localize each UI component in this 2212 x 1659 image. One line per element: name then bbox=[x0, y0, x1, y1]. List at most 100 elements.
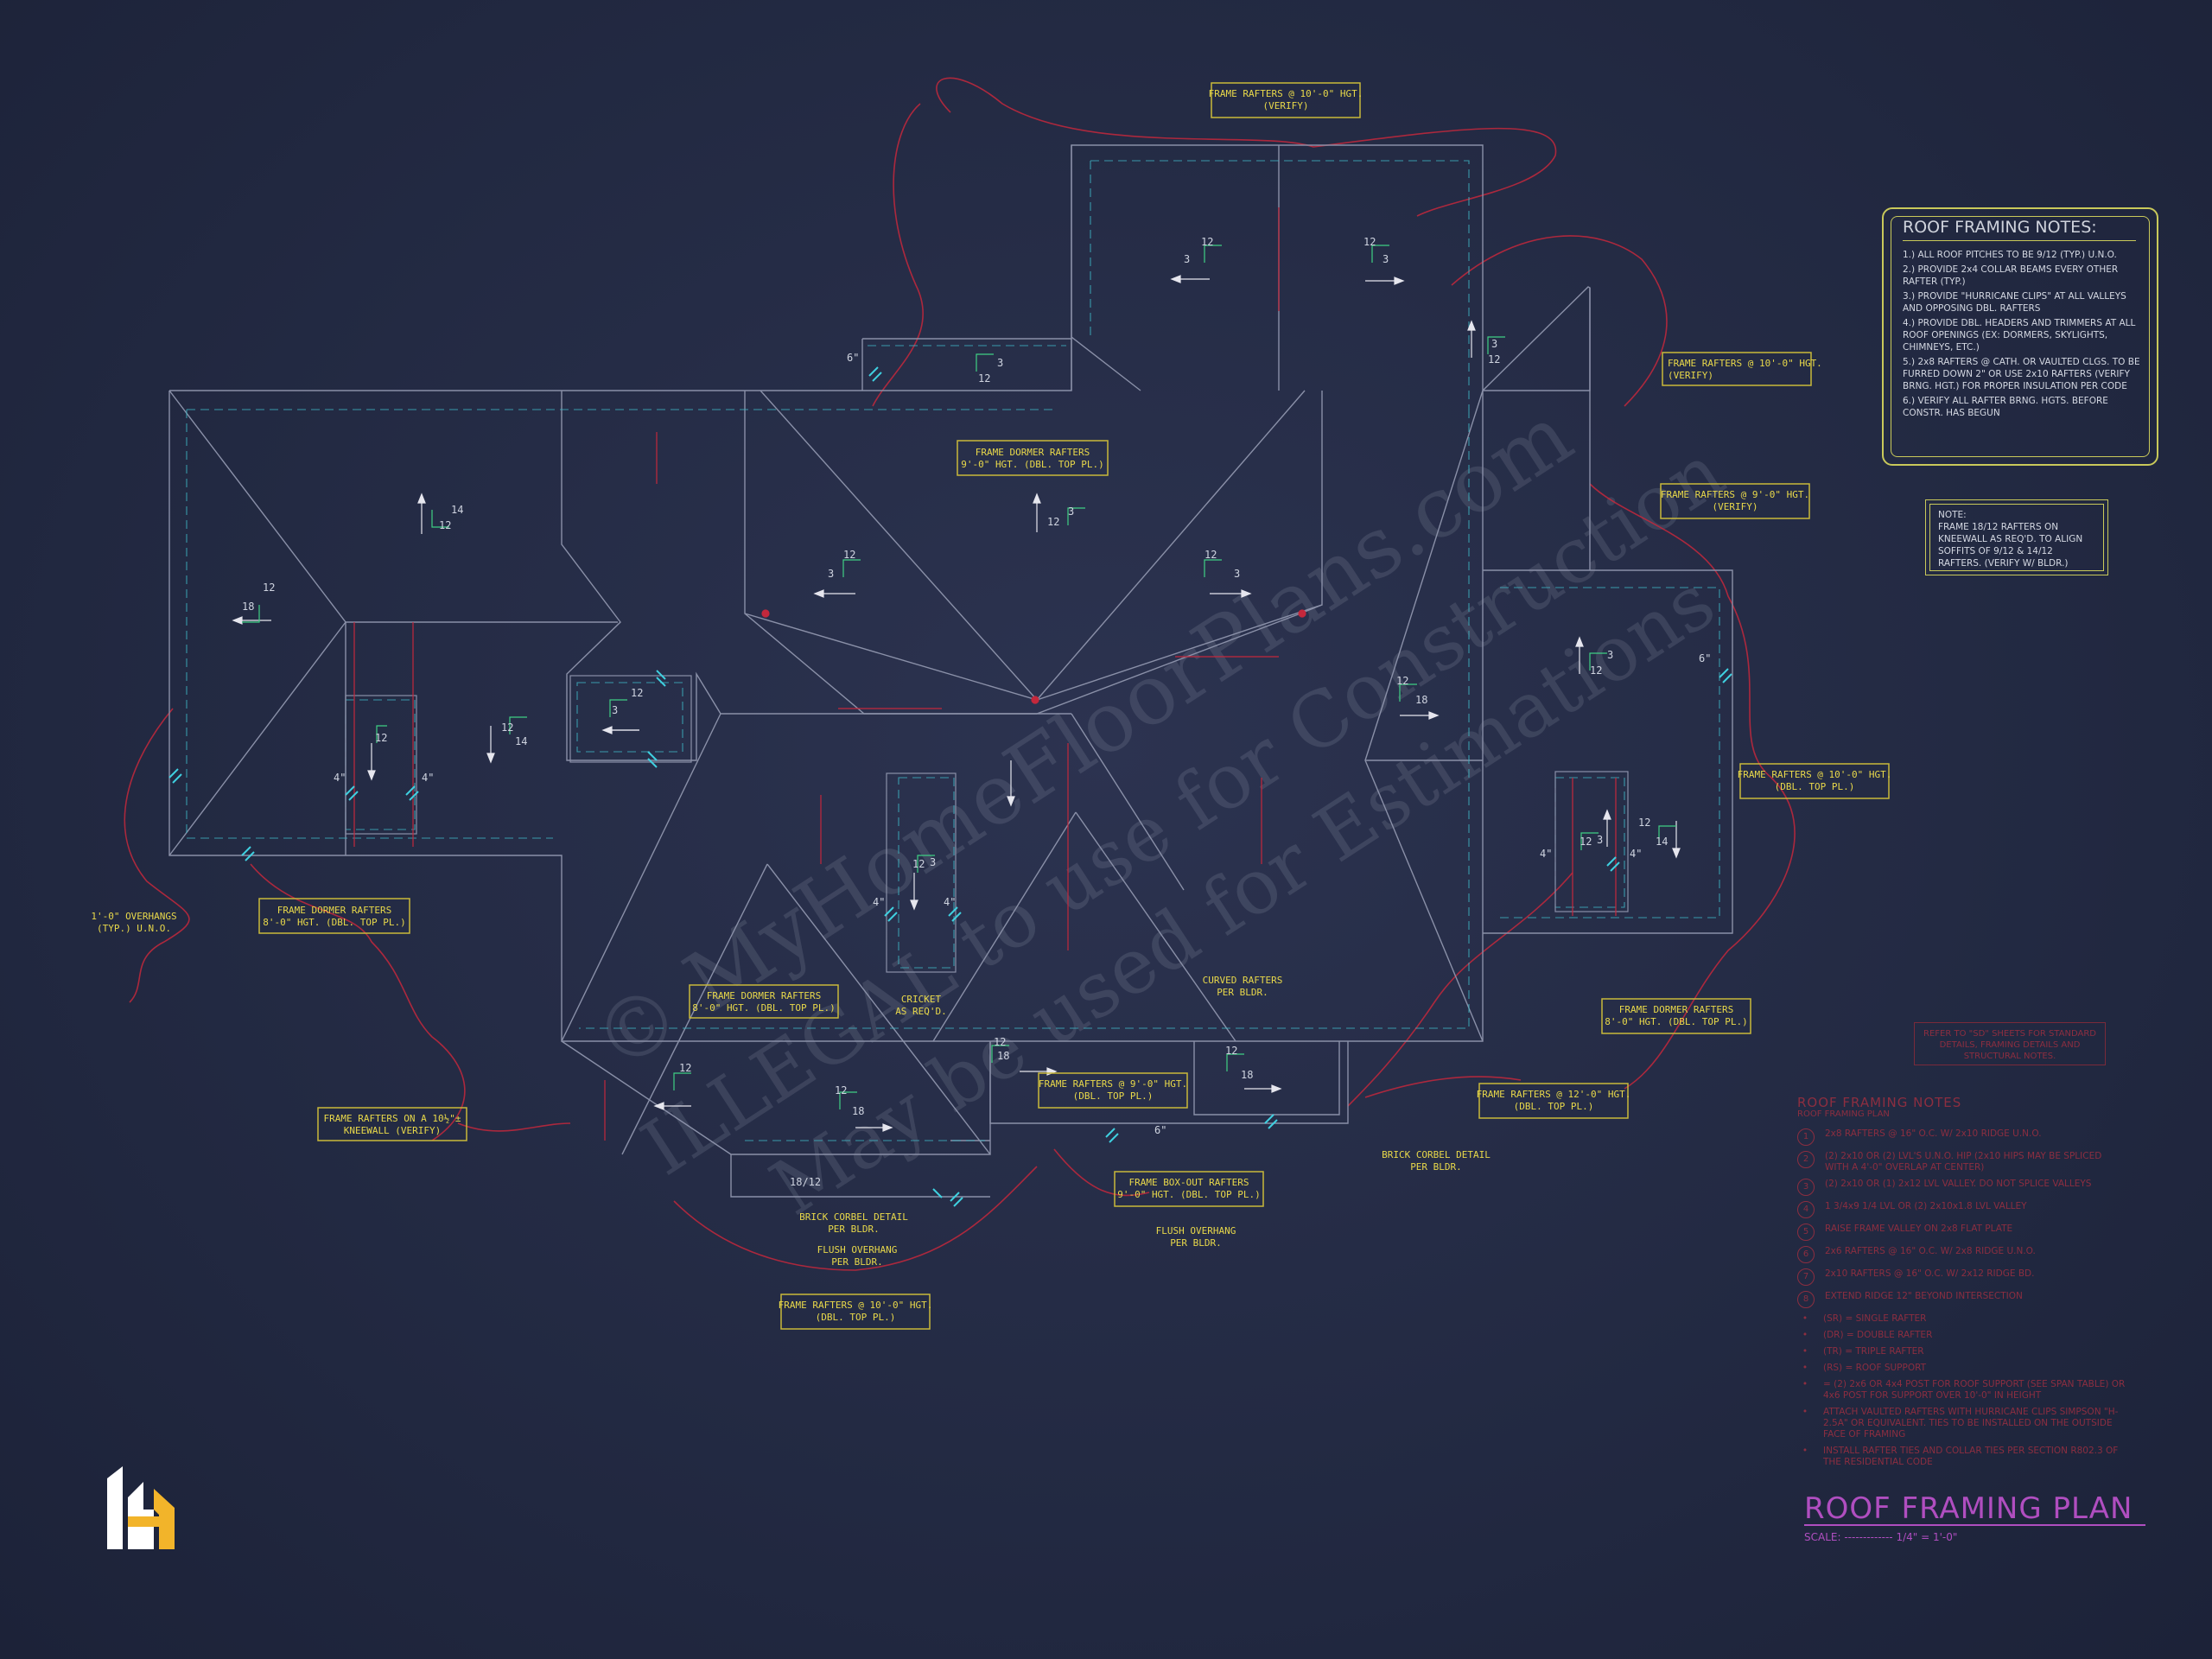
pitch-12: 12 bbox=[439, 519, 451, 531]
pitch-3: 3 bbox=[930, 856, 936, 868]
overhang-4-in: 4" bbox=[873, 896, 885, 908]
pitch-12: 12 bbox=[1205, 549, 1217, 561]
svg-text:FRAME RAFTERS @ 12'-0" HGT.: FRAME RAFTERS @ 12'-0" HGT. bbox=[1477, 1089, 1631, 1100]
overhang-6-in: 6" bbox=[1699, 652, 1711, 664]
note2-heading: NOTE: bbox=[1938, 510, 1967, 520]
bullet-icon: • bbox=[1802, 1313, 1808, 1324]
legend-item-number: 7 bbox=[1797, 1268, 1815, 1286]
notes-panel-border bbox=[1891, 216, 2150, 457]
bullet-icon: • bbox=[1802, 1407, 1808, 1417]
legend-bullet-text: (TR) = TRIPLE RAFTER bbox=[1823, 1346, 1924, 1357]
label-right-rafters-9: FRAME RAFTERS @ 9'-0" HGT. (VERIFY) bbox=[1660, 483, 1810, 519]
legend-bullet: •= (2) 2x6 OR 4x4 POST FOR ROOF SUPPORT … bbox=[1797, 1379, 2126, 1402]
svg-text:FRAME RAFTERS @ 9'-0" HGT.: FRAME RAFTERS @ 9'-0" HGT. bbox=[1661, 489, 1809, 500]
pitch-12: 12 bbox=[631, 687, 643, 699]
svg-text:FLUSH OVERHANG: FLUSH OVERHANG bbox=[817, 1244, 898, 1255]
overhang-4-in: 4" bbox=[1540, 848, 1552, 860]
legend-item: 2(2) 2x10 OR (2) LVL'S U.N.O. HIP (2x10 … bbox=[1797, 1151, 2126, 1173]
overhang-6-in: 6" bbox=[847, 352, 859, 364]
bullet-icon: • bbox=[1802, 1330, 1808, 1340]
pitch-12: 12 bbox=[1225, 1045, 1237, 1057]
legend-bullet: •(DR) = DOUBLE RAFTER bbox=[1797, 1330, 2126, 1341]
note2-body: FRAME 18/12 RAFTERS ON KNEEWALL AS REQ'D… bbox=[1938, 522, 2083, 569]
notes-list: 1.) ALL ROOF PITCHES TO BE 9/12 (TYP.) U… bbox=[1903, 249, 2140, 422]
legend-item-number: 8 bbox=[1797, 1291, 1815, 1308]
pitch-14: 14 bbox=[1656, 836, 1668, 848]
pitch-3: 3 bbox=[1382, 253, 1389, 265]
legend-bullet-text: (SR) = SINGLE RAFTER bbox=[1823, 1313, 1927, 1324]
pitch-18: 18 bbox=[852, 1105, 864, 1117]
svg-text:FRAME RAFTERS ON A 10½"±: FRAME RAFTERS ON A 10½"± bbox=[324, 1113, 461, 1124]
svg-text:FLUSH OVERHANG: FLUSH OVERHANG bbox=[1156, 1225, 1236, 1236]
label-curved: CURVED RAFTERS PER BLDR. bbox=[1203, 975, 1283, 998]
legend-bullet-list: • (SR) = SINGLE RAFTER •(DR) = DOUBLE RAFT… bbox=[1797, 1313, 2126, 1468]
label-bottom-10: FRAME RAFTERS @ 10'-0" HGT. (DBL. TOP PL… bbox=[779, 1294, 933, 1330]
bullet-icon: • bbox=[1802, 1446, 1808, 1456]
pitch-12: 12 bbox=[1638, 817, 1650, 829]
plan-title: ROOF FRAMING PLAN bbox=[1804, 1493, 2145, 1526]
pitch-3: 3 bbox=[1068, 505, 1074, 518]
reference-note: REFER TO "SD" SHEETS FOR STANDARD DETAIL… bbox=[1914, 1022, 2106, 1065]
label-cricket: CRICKET AS REQ'D. bbox=[895, 994, 947, 1017]
overhang-4-in: 4" bbox=[1630, 848, 1642, 860]
legend-item-text: EXTEND RIDGE 12" BEYOND INTERSECTION bbox=[1825, 1291, 2023, 1301]
rafter-direction-arrows bbox=[232, 275, 1681, 1132]
legend-subtitle: ROOF FRAMING PLAN bbox=[1797, 1109, 1890, 1119]
watermark: © MyHomeFloorPlans.com ILLEGAL to use fo… bbox=[576, 386, 1739, 1232]
note-item: 6.) VERIFY ALL RAFTER BRNG. HGTS. BEFORE… bbox=[1903, 396, 2108, 418]
svg-text:8'-0" HGT. (DBL. TOP PL.): 8'-0" HGT. (DBL. TOP PL.) bbox=[692, 1002, 836, 1014]
pitch-14: 14 bbox=[515, 735, 527, 747]
svg-text:BRICK CORBEL DETAIL: BRICK CORBEL DETAIL bbox=[799, 1211, 908, 1223]
label-mid-dormer: FRAME DORMER RAFTERS 8'-0" HGT. (DBL. TO… bbox=[689, 984, 839, 1019]
svg-text:CRICKET: CRICKET bbox=[901, 994, 942, 1005]
legend-bullet: •ATTACH VAULTED RAFTERS WITH HURRICANE C… bbox=[1797, 1407, 2126, 1440]
svg-text:(VERIFY): (VERIFY) bbox=[1668, 370, 1713, 381]
pitch-12: 12 bbox=[994, 1036, 1006, 1048]
scale-dashes: ------------- bbox=[1844, 1531, 1897, 1543]
note-item: 3.) PROVIDE "HURRICANE CLIPS" AT ALL VAL… bbox=[1903, 291, 2126, 314]
legend-bullet-text: (RS) = ROOF SUPPORT bbox=[1823, 1363, 1927, 1373]
pitch-18: 18 bbox=[242, 601, 254, 613]
pitch-18: 18 bbox=[1241, 1069, 1253, 1081]
legend-item-text: (2) 2x10 OR (1) 2x12 LVL VALLEY. DO NOT … bbox=[1825, 1179, 2092, 1189]
label-bottom-12: FRAME RAFTERS @ 12'-0" HGT. (DBL. TOP PL… bbox=[1477, 1083, 1631, 1119]
label-kneewall: FRAME RAFTERS ON A 10½"± KNEEWALL (VERIF… bbox=[317, 1107, 467, 1141]
label-top-rafters: FRAME RAFTERS @ 10'-0" HGT. (VERIFY) bbox=[1209, 82, 1363, 118]
svg-text:(VERIFY): (VERIFY) bbox=[1713, 501, 1758, 512]
label-right-dormer: FRAME DORMER RAFTERS 8'-0" HGT. (DBL. TO… bbox=[1601, 998, 1751, 1034]
label-left-dormer: FRAME DORMER RAFTERS 8'-0" HGT. (DBL. TO… bbox=[258, 898, 410, 934]
svg-text:FRAME RAFTERS @ 10'-0" HGT.: FRAME RAFTERS @ 10'-0" HGT. bbox=[779, 1300, 933, 1311]
legend-item-text: (2) 2x10 OR (2) LVL'S U.N.O. HIP (2x10 H… bbox=[1825, 1151, 2102, 1173]
svg-text:8'-0" HGT. (DBL. TOP PL.): 8'-0" HGT. (DBL. TOP PL.) bbox=[1605, 1016, 1748, 1027]
pitch-3: 3 bbox=[1234, 568, 1240, 580]
pitch-12: 12 bbox=[501, 721, 513, 734]
pitch-14: 14 bbox=[451, 504, 463, 516]
label-right-dbl-10: FRAME RAFTERS @ 10'-0" HGT. (DBL. TOP PL… bbox=[1738, 763, 1891, 799]
legend-bullet-text: = (2) 2x6 OR 4x4 POST FOR ROOF SUPPORT (… bbox=[1823, 1379, 2126, 1401]
legend-item-number: 4 bbox=[1797, 1201, 1815, 1218]
pitch-12: 12 bbox=[978, 372, 990, 385]
svg-text:FRAME RAFTERS @ 9'-0" HGT.: FRAME RAFTERS @ 9'-0" HGT. bbox=[1039, 1078, 1187, 1090]
pitch-12: 12 bbox=[263, 582, 275, 594]
legend-item-number: 1 bbox=[1797, 1128, 1815, 1146]
legend-bullet: •(TR) = TRIPLE RAFTER bbox=[1797, 1346, 2126, 1357]
svg-text:PER BLDR.: PER BLDR. bbox=[831, 1256, 883, 1268]
svg-text:FRAME RAFTERS @ 10'-0" HGT.: FRAME RAFTERS @ 10'-0" HGT. bbox=[1209, 88, 1363, 99]
revision-cloud-lines bbox=[124, 77, 1796, 1271]
svg-text:FRAME DORMER RAFTERS: FRAME DORMER RAFTERS bbox=[707, 990, 821, 1001]
note2-text: NOTE: FRAME 18/12 RAFTERS ON KNEEWALL AS… bbox=[1938, 509, 2098, 569]
pitch-12: 12 bbox=[1363, 236, 1376, 248]
note-item: 1.) ALL ROOF PITCHES TO BE 9/12 (TYP.) U… bbox=[1903, 250, 2117, 260]
legend-item-text: 1 3/4x9 1/4 LVL OR (2) 2x10x1.8 LVL VALL… bbox=[1825, 1201, 2027, 1211]
overhang-4-in: 4" bbox=[944, 896, 956, 908]
pitch-12: 12 bbox=[1590, 664, 1602, 677]
label-overhangs: 1'-0" OVERHANGS (TYP.) U.N.O. bbox=[91, 911, 176, 934]
pitch-12: 12 bbox=[835, 1084, 847, 1096]
note2-border bbox=[1929, 504, 2104, 571]
legend-numbered-list: 1 2x8 RAFTERS @ 16" O.C. W/ 2x10 RIDGE U.… bbox=[1797, 1128, 2126, 1308]
svg-text:(DBL. TOP PL.): (DBL. TOP PL.) bbox=[1073, 1090, 1154, 1102]
pitch-12: 12 bbox=[843, 549, 855, 561]
legend-item-text: 2x8 RAFTERS @ 16" O.C. W/ 2x10 RIDGE U.N… bbox=[1825, 1128, 2042, 1139]
